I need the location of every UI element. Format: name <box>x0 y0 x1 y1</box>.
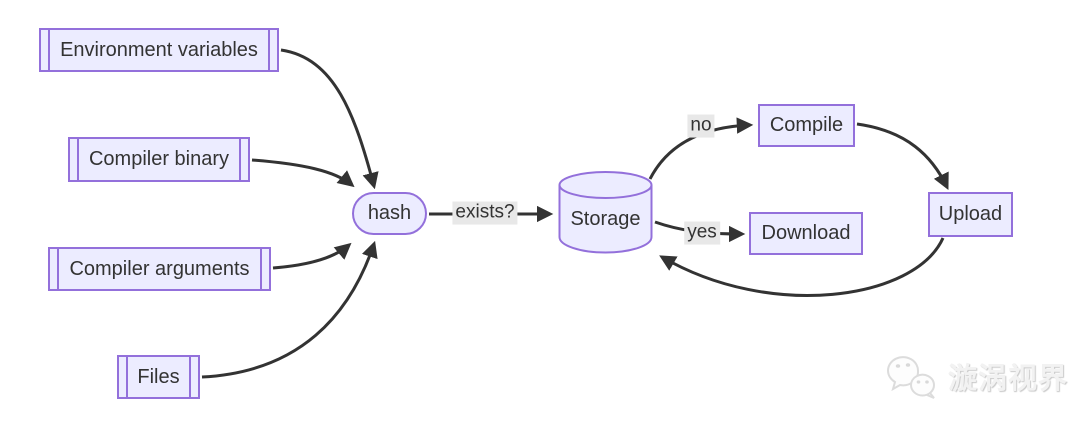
edge-upload-to-storage <box>659 237 945 297</box>
node-environment-variables: Environment variables <box>39 28 279 72</box>
node-label: Storage <box>570 207 641 230</box>
chat-bubbles-icon <box>887 356 936 399</box>
watermark: 漩涡视界 <box>884 352 1068 400</box>
node-label: Download <box>761 222 851 244</box>
node-label: Upload <box>938 203 1003 225</box>
node-hash: hash <box>352 192 427 235</box>
edge-compile-to-upload <box>856 122 949 190</box>
node-download: Download <box>749 212 863 255</box>
edge-label-yes: yes <box>684 221 720 245</box>
edge-compiler-binary-to-hash <box>251 158 355 188</box>
node-compiler-binary: Compiler binary <box>68 137 250 182</box>
node-files: Files <box>117 355 200 399</box>
edge-label-no: no <box>687 114 715 138</box>
node-label: Compile <box>769 114 844 136</box>
node-label: hash <box>367 202 412 224</box>
node-label: Files <box>137 365 180 388</box>
edge-files-to-hash <box>201 240 378 379</box>
node-label: Environment variables <box>60 38 258 61</box>
node-upload: Upload <box>928 192 1013 237</box>
edge-environment-variables-to-hash <box>280 48 379 190</box>
node-storage: Storage <box>558 170 653 254</box>
edge-label-exists: exists? <box>452 201 518 225</box>
node-label: Compiler binary <box>88 148 230 170</box>
watermark-text: 漩涡视界 <box>948 363 1069 395</box>
node-compile: Compile <box>758 104 855 147</box>
node-compiler-arguments: Compiler arguments <box>48 247 271 291</box>
edge-storage-to-compile <box>648 117 754 180</box>
database-cylinder-shape <box>558 171 653 254</box>
edge-compiler-arguments-to-hash <box>272 242 352 270</box>
node-label: Compiler arguments <box>69 257 250 280</box>
